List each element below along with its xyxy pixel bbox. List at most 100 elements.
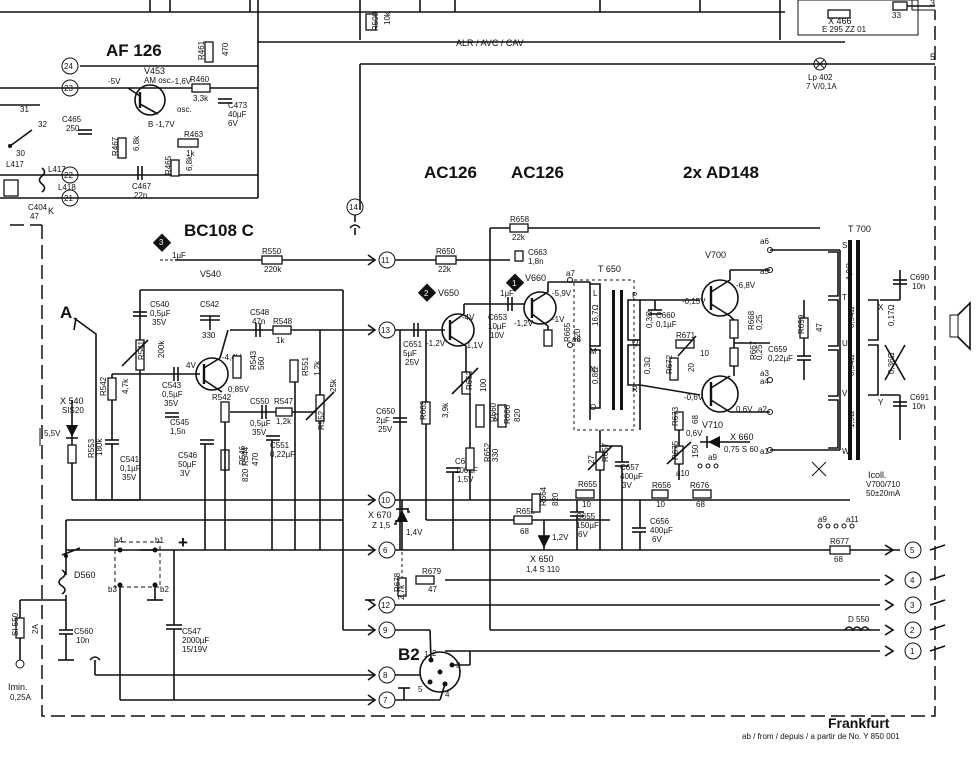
- r551-label: R551: [301, 356, 310, 376]
- svg-text:23: 23: [64, 84, 73, 93]
- v710-c-voltage: 0,6V: [736, 405, 753, 414]
- v700-label: V700: [705, 250, 726, 260]
- a7-label: a7: [566, 269, 575, 278]
- r548-label: R548: [273, 317, 293, 326]
- c655-voltage: 6V: [578, 530, 588, 539]
- r465-value: 6,8k: [185, 155, 194, 171]
- v650-label: V650: [438, 288, 459, 298]
- c659-label: C659: [768, 345, 788, 354]
- r467-value: 6,8k: [132, 135, 141, 151]
- v453-c-voltage: -5V: [108, 77, 121, 86]
- lp402-label: Lp 402: [808, 73, 833, 82]
- r658-label: R658: [510, 215, 530, 224]
- v660-c-voltage: -5,9V: [552, 289, 572, 298]
- r676-label: R676: [690, 481, 710, 490]
- c547-value: 2000µF: [182, 636, 209, 645]
- c540-voltage: 35V: [152, 318, 167, 327]
- b2-pin-1: 1: [424, 650, 429, 659]
- v710-b-voltage: -0,6V: [684, 393, 704, 402]
- ac126-driver-section: R650 22k R658 22k C663 1,8n 2 V650 C651 …: [368, 215, 820, 630]
- x540-value: SIS20: [62, 406, 84, 415]
- t650-o: O: [590, 403, 596, 412]
- r658b-value: 68: [520, 527, 529, 536]
- marker-3: 3: [159, 238, 164, 247]
- v540-b-voltage: 4V: [186, 361, 196, 370]
- svg-text:6: 6: [383, 546, 388, 555]
- terminal-14-group: 14: [346, 198, 364, 235]
- r541-value: 200k: [157, 340, 166, 358]
- icoll-label: Icoll.: [868, 470, 887, 480]
- t700-w: W: [842, 447, 850, 456]
- v650-c-voltage: -4V: [462, 313, 475, 322]
- r500-value: 10k: [383, 11, 392, 25]
- c551-value: 0,22µF: [270, 450, 295, 459]
- c541-value: 0,1µF: [120, 464, 141, 473]
- c548-label: C548: [250, 308, 270, 317]
- r544-value: 470: [251, 452, 260, 466]
- t700-v: V: [842, 389, 848, 398]
- r650-label: R650: [436, 247, 456, 256]
- r547-label: R547: [274, 397, 294, 406]
- a6-label: a6: [760, 237, 769, 246]
- x650-label: X 650: [530, 554, 554, 564]
- svg-text:22: 22: [64, 171, 73, 180]
- c663-value: 1,8n: [528, 257, 544, 266]
- c543-value: 0,5µF: [162, 390, 183, 399]
- v710-label: V710: [702, 420, 723, 430]
- x670-value: Z 1,5: [372, 521, 391, 530]
- r660-label: R660: [489, 402, 498, 422]
- r671-label: R671: [676, 331, 696, 340]
- a4-label: a4: [760, 377, 769, 386]
- b2-connector: B2 1 2 3 4 5: [395, 629, 471, 701]
- c653-voltage: 10V: [490, 331, 505, 340]
- v540-label: V540: [200, 269, 221, 279]
- af126-section: AF 126 V453 AM osc. -5V -1,6V B -1,7V os…: [0, 0, 259, 221]
- terminal-24: [61, 57, 79, 75]
- c540-value: 0,5µF: [150, 309, 171, 318]
- t700-w3: 0,94Ω: [847, 354, 856, 376]
- terminal-21: [61, 189, 79, 207]
- r505-value: 33: [892, 11, 901, 20]
- r467-label: R467: [111, 136, 120, 156]
- r552-label: R552: [317, 410, 326, 430]
- c543-voltage: 35V: [164, 399, 179, 408]
- t700-label: T 700: [848, 224, 871, 234]
- c473-voltage: 6V: [228, 119, 238, 128]
- coil-30-label: 30: [16, 149, 25, 158]
- power-supply-section: D560 C560 10n SI 550 2A Imin. 0,25A b4 b…: [8, 519, 343, 702]
- x466-sub: E 295 ZZ 01: [822, 25, 867, 34]
- r542b-label: R542: [212, 393, 232, 402]
- r665-value: 220: [573, 328, 582, 342]
- bc108c-section: 3 1µF R550 220k V540 C540 0,5µF 35V C542…: [99, 233, 375, 631]
- t650-l: L: [593, 289, 598, 298]
- c655-label: C655: [576, 512, 596, 521]
- top-connector-3: 3: [930, 0, 935, 8]
- c652-label: C652: [455, 457, 475, 466]
- t650-m: M: [590, 347, 597, 356]
- c560-label: C560: [74, 627, 94, 636]
- b4-label: b4: [114, 536, 123, 545]
- svg-text:5: 5: [910, 546, 915, 555]
- r547-value: 1,2k: [276, 417, 292, 426]
- c650-label: C650: [376, 407, 396, 416]
- r542-label: R542: [99, 376, 108, 396]
- d550-label: D 550: [848, 615, 870, 624]
- t650-w3: 0,3Ω: [645, 311, 654, 328]
- r548-value: 1k: [276, 336, 285, 345]
- r541-label: R541: [137, 340, 146, 360]
- a1-label: a1: [760, 447, 769, 456]
- r673-label: R673: [671, 406, 680, 426]
- c651-label: C651: [403, 340, 423, 349]
- r668-value: 0,25: [755, 314, 764, 330]
- v660-label: V660: [525, 273, 546, 283]
- af126-title: AF 126: [106, 41, 162, 60]
- t650-n: N: [590, 365, 596, 374]
- terminal-12: [378, 596, 396, 614]
- x540-label: X 540: [60, 396, 84, 406]
- v55-label: 5,5V: [44, 429, 61, 438]
- r678-value: 2,7k: [397, 584, 406, 600]
- ad148-title: 2x AD148: [683, 163, 759, 182]
- t700-s: S: [842, 241, 847, 250]
- footer-note: Frankfurt ab / from / depuis / a partir …: [742, 715, 900, 741]
- c543-label: C543: [162, 381, 182, 390]
